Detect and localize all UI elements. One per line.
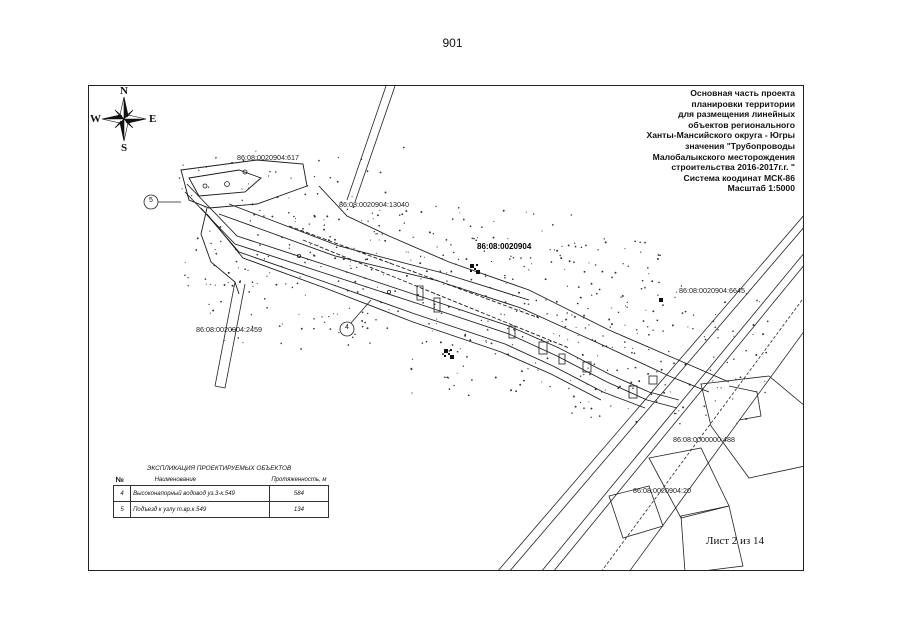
title-block: Основная часть проекта планировки террит… [535, 88, 795, 194]
road-south [214, 281, 246, 389]
compass-south-label: S [121, 142, 128, 154]
scatter-points [178, 146, 769, 425]
map-frame: N S W E Основная часть проекта планировк… [88, 85, 804, 571]
legend-row: 4 Высоконапорный водовод уз.3-к.549 584 [112, 485, 330, 502]
title-line: строительства 2016-2017г.г. " [671, 162, 795, 173]
parcel-label-13040: 86:08:0020904:13040 [339, 200, 409, 209]
callout-number-4: 4 [345, 324, 349, 331]
legend-header-length: Протяженность, м [269, 474, 329, 486]
survey-markers [444, 264, 663, 359]
legend-header-name: Наименование [130, 474, 270, 486]
callout-number-5: 5 [149, 197, 153, 204]
legend-title: ЭКСПЛИКАЦИЯ ПРОЕКТИРУЕМЫХ ОБЪЕКТОВ [147, 465, 292, 472]
title-line: для размещения линейных [678, 109, 795, 120]
well-pad [180, 159, 308, 295]
title-line: значения "Трубопроводы [685, 140, 795, 151]
compass-north-label: N [120, 85, 128, 97]
page-number: 901 [442, 36, 463, 50]
legend-row: 5 Подъезд к узлу т.вр.к.549 134 [112, 501, 330, 518]
explication-legend: ЭКСПЛИКАЦИЯ ПРОЕКТИРУЕМЫХ ОБЪЕКТОВ № Наи… [112, 463, 330, 518]
sheet-label: Лист 2 из 14 [706, 535, 765, 547]
site-blocks [608, 375, 803, 570]
parcel-label-617: 86:08:0020904:617 [237, 153, 299, 162]
parcel-label-20: 86:08:0020904:20 [633, 486, 691, 495]
parcel-label-2459: 86:08:0020904:2459 [196, 325, 262, 334]
legend-table: № Наименование Протяженность, м 4 Высоко… [112, 474, 330, 518]
parcel-label-488: 86:08:0000000:488 [673, 435, 735, 444]
callout-bubbles [143, 194, 372, 337]
title-line: Масштаб 1:5000 [727, 183, 795, 194]
title-line: Основная часть проекта [690, 88, 795, 98]
legend-row-length: 584 [268, 485, 330, 502]
legend-row-length: 134 [268, 501, 330, 518]
parcel-label-6645: 86:08:0020904:6645 [679, 286, 745, 295]
legend-row-num: 5 [112, 501, 132, 518]
compass-rose [101, 96, 147, 142]
map-drawing [101, 86, 803, 570]
parcel-label-main: 86:08:0020904 [477, 242, 532, 251]
legend-row-name: Подъезд к узлу т.вр.к.549 [130, 501, 270, 518]
title-line: Система коодинат МСК-86 [683, 172, 795, 183]
highway-diagonal [498, 215, 803, 570]
road-north [346, 86, 396, 203]
title-line: Малобалыкского месторождения [652, 151, 795, 162]
legend-row-name: Высоконапорный водовод уз.3-к.549 [130, 485, 270, 502]
legend-row-num: 4 [112, 485, 132, 502]
title-line: Ханты-Мансийского округа - Югры [646, 130, 795, 141]
compass-east-label: E [149, 113, 157, 125]
title-line: планировки территории [691, 98, 795, 109]
title-line: объектов регионального [688, 119, 795, 130]
corridor-features [202, 169, 658, 399]
compass-west-label: W [90, 113, 101, 125]
legend-header-num: № [113, 474, 131, 486]
